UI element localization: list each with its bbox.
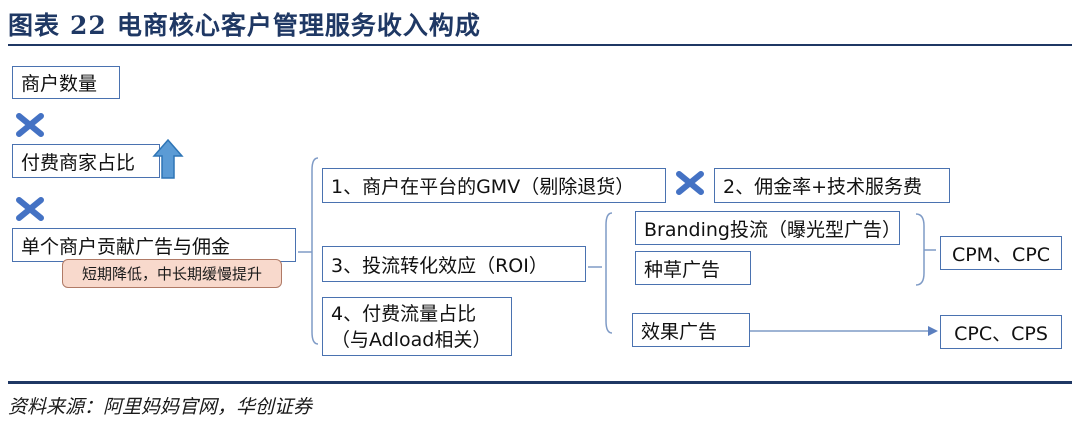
performance-ads-box: 效果广告 bbox=[632, 313, 750, 347]
merchant-count-box: 商户数量 bbox=[12, 66, 120, 99]
cross-icon bbox=[16, 113, 44, 137]
figure-label: 图表 bbox=[8, 11, 61, 40]
footer-rule bbox=[8, 381, 1072, 384]
cpm-cpc-box: CPM、CPC bbox=[940, 236, 1062, 270]
paid-traffic-line2: （与Adload相关） bbox=[331, 328, 492, 351]
commission-box: 2、佣金率+技术服务费 bbox=[714, 168, 950, 203]
paid-ratio-box: 付费商家占比 bbox=[12, 144, 160, 178]
up-arrow-icon bbox=[152, 138, 184, 179]
cross-icon bbox=[16, 197, 44, 221]
figure-title: 图表 22 电商核心客户管理服务收入构成 bbox=[8, 6, 481, 42]
source-note: 资料来源：阿里妈妈官网，华创证券 bbox=[8, 396, 313, 418]
paid-traffic-line1: 4、付费流量占比 bbox=[331, 302, 477, 325]
figure-number: 22 bbox=[70, 11, 107, 40]
gmv-box: 1、商户在平台的GMV（剔除退货） bbox=[322, 168, 666, 203]
paid-traffic-box: 4、付费流量占比 （与Adload相关） bbox=[322, 297, 512, 356]
cross-icon bbox=[676, 171, 704, 195]
title-rule bbox=[8, 44, 1072, 46]
merchant-contribution-box: 单个商户贡献广告与佣金 bbox=[12, 228, 296, 262]
figure-title-text: 电商核心客户管理服务收入构成 bbox=[116, 11, 481, 40]
roi-box: 3、投流转化效应（ROI） bbox=[322, 246, 586, 282]
branding-box: Branding投流（曝光型广告） bbox=[635, 211, 901, 245]
seeding-ads-box: 种草广告 bbox=[635, 251, 751, 285]
contribution-note: 短期降低，中长期缓慢提升 bbox=[62, 259, 282, 288]
cpc-cps-box: CPC、CPS bbox=[940, 315, 1062, 349]
